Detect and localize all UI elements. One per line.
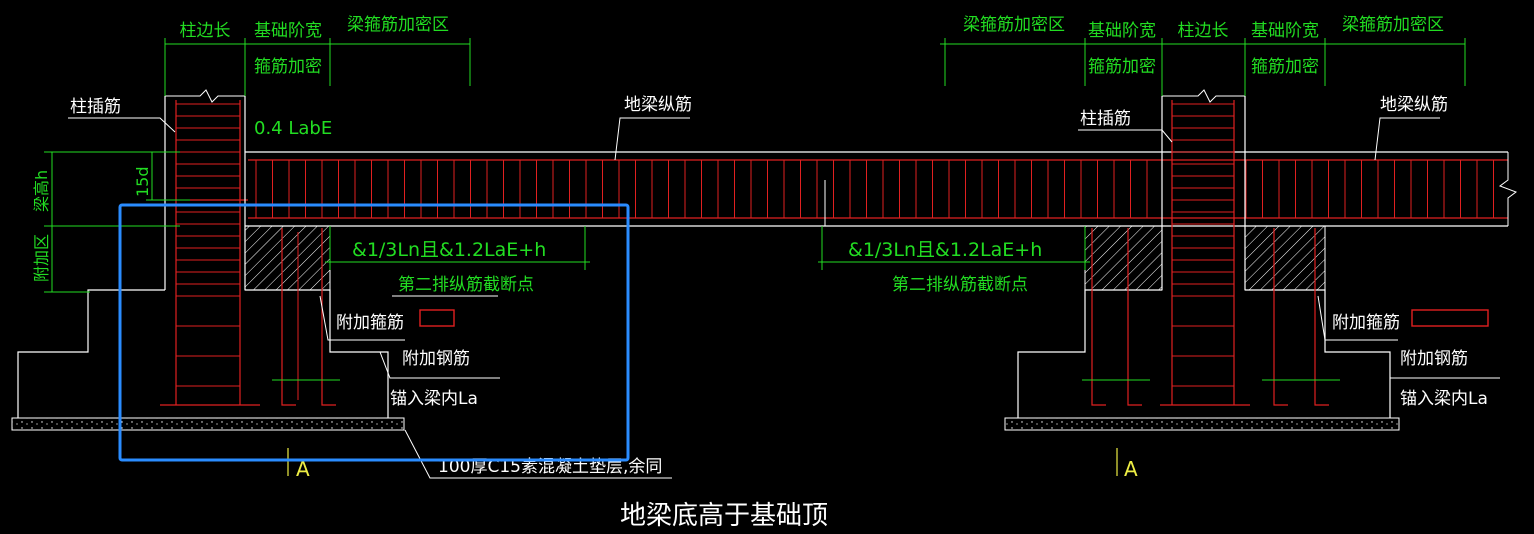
dimension-lines — [44, 38, 1466, 381]
left-dim-col-side: 柱边长 — [180, 21, 231, 41]
left-label-add-zone: 附加区 — [32, 234, 51, 282]
left-label-cushion: 100厚C15素混凝土垫层,余同 — [438, 457, 662, 477]
middle-label-second-cut: 第二排纵筋截断点 — [892, 275, 1028, 295]
extra-stirrup-symbol-right — [1411, 309, 1489, 327]
left-dim-stirrup-dense: 箍筋加密 — [254, 57, 322, 77]
right-label-extra-bar: 附加钢筋 — [1400, 349, 1468, 369]
left-label-extra-bar: 附加钢筋 — [402, 349, 470, 369]
right-dim-stirrup-dense-r: 箍筋加密 — [1251, 57, 1319, 77]
left-label-cut-dim: &1/3Ln且&1.2LaE+h — [352, 239, 546, 261]
leader-lines — [68, 117, 1500, 479]
left-section-mark: A — [296, 457, 310, 481]
left-label-ground-long: 地梁纵筋 — [624, 95, 692, 115]
right-label-extra-stirrup: 附加箍筋 — [1332, 313, 1400, 333]
left-label-second-cut: 第二排纵筋截断点 — [398, 275, 534, 295]
right-dim-col-side: 柱边长 — [1178, 21, 1229, 41]
left-label-extra-stirrup: 附加箍筋 — [336, 313, 404, 333]
right-section-mark: A — [1124, 457, 1138, 481]
left-foundation — [11, 225, 405, 431]
ground-beam — [190, 151, 1518, 227]
right-dim-found-step-r: 基础阶宽 — [1251, 21, 1319, 41]
right-label-ground-long: 地梁纵筋 — [1380, 95, 1448, 115]
right-dim-found-step-l: 基础阶宽 — [1088, 21, 1156, 41]
right-label-anchor-la: 锚入梁内La — [1400, 389, 1488, 409]
left-dim-found-step: 基础阶宽 — [254, 21, 322, 41]
left-label-15d: 15d — [133, 166, 152, 197]
right-foundation — [1004, 225, 1400, 431]
left-label-anchor-la: 锚入梁内La — [390, 389, 478, 409]
left-label-col-dowel: 柱插筋 — [70, 97, 121, 117]
right-dim-stirrup-dense-l: 箍筋加密 — [1088, 57, 1156, 77]
middle-label-cut-dim: &1/3Ln且&1.2LaE+h — [848, 239, 1042, 261]
left-column-ties — [176, 103, 240, 387]
right-dim-beam-dense-l: 梁箍筋加密区 — [963, 15, 1065, 35]
beam-stirrups — [255, 160, 1494, 218]
right-dim-beam-dense-r: 梁箍筋加密区 — [1342, 15, 1444, 35]
left-label-anchor-04: 0.4 LabE — [254, 118, 332, 139]
right-label-col-dowel: 柱插筋 — [1080, 109, 1131, 129]
right-column-ties — [1172, 103, 1234, 387]
extra-stirrup-symbol-left — [419, 309, 455, 327]
left-dim-beam-dense: 梁箍筋加密区 — [347, 15, 449, 35]
left-label-beam-h: 梁高h — [32, 170, 51, 212]
highlight-selection-box[interactable] — [118, 203, 630, 462]
drawing-title: 地梁底高于基础顶 — [620, 501, 828, 531]
